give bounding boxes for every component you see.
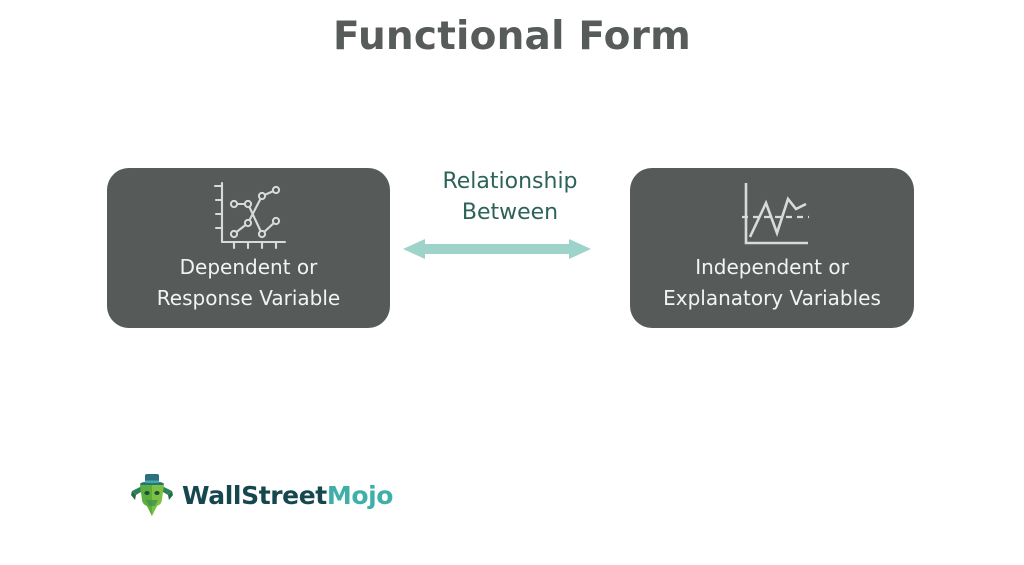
page-title: Functional Form xyxy=(333,14,691,59)
wallstreetmojo-wordmark: WallStreetMojo xyxy=(182,481,393,510)
relationship-label: Relationship Between xyxy=(390,166,630,228)
relationship-label-line-1: Relationship xyxy=(442,169,578,194)
concept-box-dependent-label-line-2: Response Variable xyxy=(156,286,341,310)
relationship-text: Relationship Between xyxy=(390,166,630,228)
wallstreetmojo-logo: WallStreetMojo xyxy=(131,473,393,517)
relationship-label-line-2: Between xyxy=(461,200,559,225)
logo-text-secondary: Mojo xyxy=(326,480,394,510)
line-chart-crossing-series-icon xyxy=(107,178,390,256)
wallstreetmojo-bull-icon xyxy=(131,473,173,517)
concept-box-independent-label: Independent or Explanatory Variables xyxy=(630,252,914,314)
concept-box-independent-label-line-2: Explanatory Variables xyxy=(663,286,881,310)
concept-box-independent-label-line-1: Independent or xyxy=(695,255,849,279)
concept-box-dependent-label-line-1: Dependent or xyxy=(179,255,318,279)
zigzag-line-chart-icon xyxy=(630,178,914,256)
concept-box-dependent-label: Dependent or Response Variable xyxy=(107,252,390,314)
logo-text-primary: WallStreet xyxy=(182,480,327,510)
concept-box-independent[interactable]: Independent or Explanatory Variables xyxy=(630,168,914,328)
concept-box-dependent[interactable]: Dependent or Response Variable xyxy=(107,168,390,328)
double-headed-arrow-icon xyxy=(403,238,591,260)
